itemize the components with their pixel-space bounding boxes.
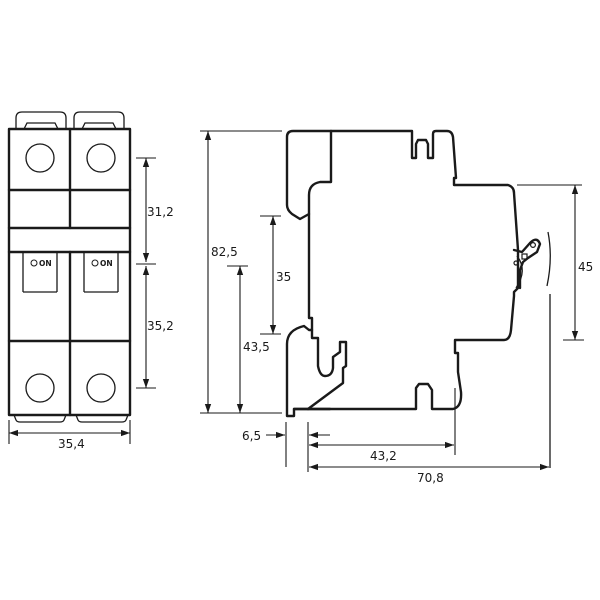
indicator-icon <box>91 259 99 267</box>
dimension-label: 70,8 <box>417 471 444 485</box>
on-label: ON <box>100 259 113 268</box>
bottom-terminal-tabs <box>13 414 129 423</box>
dimension-overall-depth: 70,8 <box>309 463 549 485</box>
dimension-lower-height: 35,2 <box>136 266 174 389</box>
dimension-label: 35 <box>276 270 291 284</box>
dimension-label: 45 <box>578 260 593 274</box>
dimension-rail-upper: 35 <box>260 215 291 335</box>
dimension-label: 35,2 <box>147 319 174 333</box>
pole-2-switch: ON <box>91 259 113 268</box>
dimension-clip-depth: 6,5 <box>242 422 330 472</box>
toggle-lever-icon <box>512 231 551 468</box>
dimension-front-face: 45 <box>517 184 593 341</box>
dimension-label: 43,5 <box>243 340 270 354</box>
dimension-upper-height: 31,2 <box>136 157 174 265</box>
terminal-screw-icon <box>25 143 55 173</box>
terminal-screw-icon <box>25 373 55 403</box>
side-view: 82,5 35 43,5 45 6,5 <box>200 129 593 485</box>
dimension-width: 35,4 <box>8 420 131 451</box>
dimension-label: 43,2 <box>370 449 397 463</box>
dimension-label: 82,5 <box>211 245 238 259</box>
pole-1-switch: ON <box>30 259 52 268</box>
dimension-label: 6,5 <box>242 429 261 443</box>
dimension-label: 35,4 <box>58 437 85 451</box>
dimension-rail-lower: 43,5 <box>227 265 270 413</box>
dimension-label: 31,2 <box>147 205 174 219</box>
switch-windows <box>22 252 119 293</box>
terminal-screw-icon <box>86 373 116 403</box>
top-terminal-tabs <box>15 111 125 130</box>
on-label: ON <box>39 259 52 268</box>
dimension-body-depth: 43,2 <box>309 388 456 463</box>
front-view: ON ON 35,4 31,2 35,2 <box>7 111 174 451</box>
dimension-overall-height: 82,5 <box>200 131 282 414</box>
terminal-screw-icon <box>86 143 116 173</box>
indicator-icon <box>30 259 38 267</box>
